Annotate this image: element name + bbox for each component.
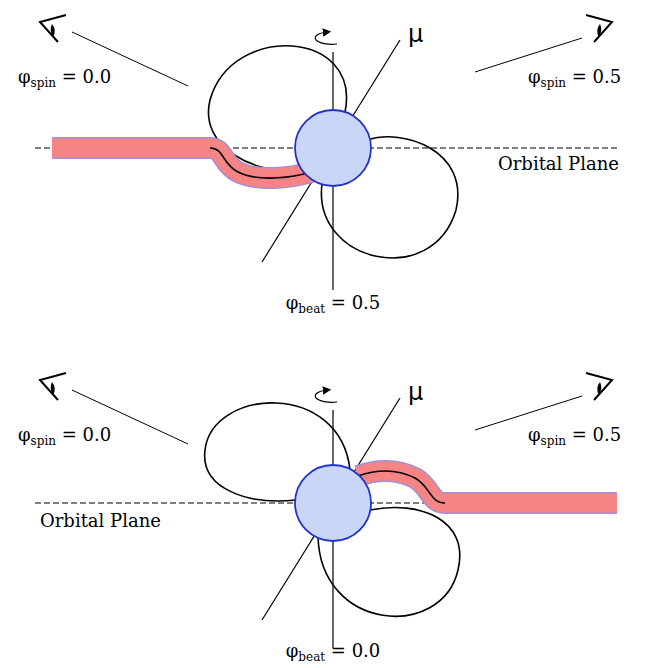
rotation-arrow xyxy=(315,32,337,44)
accretion-stream-border xyxy=(358,471,617,503)
eye-symbol xyxy=(586,15,612,42)
top-panel xyxy=(35,15,620,290)
plane-label: Orbital Plane xyxy=(40,510,161,532)
axis-label: μ xyxy=(408,20,423,49)
beat-phase-label: φbeat = 0.0 xyxy=(286,640,381,662)
eye-symbol xyxy=(40,15,66,42)
bottom-panel xyxy=(35,373,620,648)
rotation-arrow xyxy=(315,390,337,402)
white-dwarf xyxy=(295,110,371,186)
eye-symbol xyxy=(586,373,612,400)
phase-label: φspin = 0.5 xyxy=(528,424,621,446)
eye-symbol xyxy=(40,373,66,400)
axis-label: μ xyxy=(408,378,423,407)
accretion-stream-border xyxy=(52,148,312,178)
phase-label: φspin = 0.5 xyxy=(528,66,621,88)
phase-label: φspin = 0.0 xyxy=(18,66,111,88)
plane-label: Orbital Plane xyxy=(498,153,619,175)
white-dwarf xyxy=(295,465,371,541)
beat-phase-label: φbeat = 0.5 xyxy=(286,292,381,314)
accretion-stream xyxy=(52,148,312,178)
phase-label: φspin = 0.0 xyxy=(18,424,111,446)
accretion-stream xyxy=(358,471,617,503)
magnetic-axis xyxy=(262,40,400,262)
